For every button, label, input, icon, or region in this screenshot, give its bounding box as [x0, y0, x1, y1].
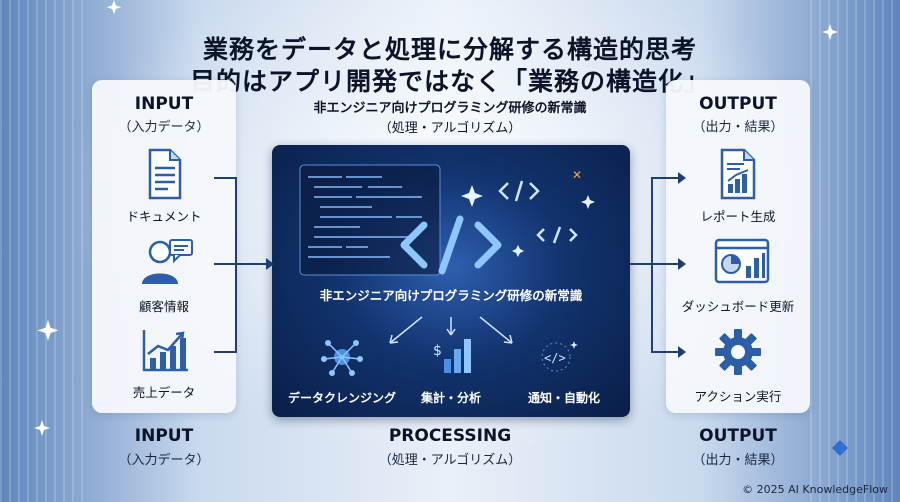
output-item-action: アクション実行: [668, 328, 808, 405]
output-item-label: レポート生成: [700, 209, 776, 224]
bottom-output-en: OUTPUT: [699, 426, 777, 446]
processing-item-label: 集計・分析: [420, 391, 481, 405]
input-header: INPUT （入力データ）: [94, 94, 234, 135]
bottom-input-label: INPUT （入力データ）: [94, 426, 234, 468]
output-header-jp: （出力・結果）: [692, 120, 784, 135]
bottom-output-jp: （出力・結果）: [692, 453, 784, 468]
processing-panel: ✕ $: [272, 145, 630, 417]
code-spark-icon: </>: [541, 341, 578, 372]
bar-analysis-icon: $: [433, 339, 471, 373]
input-item-label: ドキュメント: [126, 209, 202, 224]
bottom-input-jp: （入力データ）: [118, 453, 210, 468]
report-icon: [714, 148, 762, 200]
input-header-en: INPUT: [134, 94, 194, 114]
copyright: © 2025 AI KnowledgeFlow: [742, 483, 888, 496]
right-decor: [810, 0, 900, 502]
output-arrow-top: [630, 177, 678, 265]
processing-art: ✕ $: [299, 164, 595, 376]
bottom-output-label: OUTPUT （出力・結果）: [668, 426, 808, 468]
sales-chart-icon: [140, 328, 188, 376]
output-header-en: OUTPUT: [699, 94, 777, 114]
bottom-processing-jp: （処理・アルゴリズム）: [378, 453, 522, 468]
output-item-label: ダッシュボード更新: [681, 299, 795, 314]
input-header-jp: （入力データ）: [118, 120, 210, 135]
processing-center-label: 非エンジニア向けプログラミング研修の新常識: [319, 288, 583, 303]
processing-top-line-2: （処理・アルゴリズム）: [378, 121, 522, 136]
input-item-label: 顧客情報: [138, 299, 189, 314]
svg-text:$: $: [433, 343, 442, 359]
input-item-label: 売上データ: [132, 385, 196, 400]
input-arrow-bottom: [214, 264, 237, 353]
bottom-processing-en: PROCESSING: [388, 426, 512, 446]
output-item-label: アクション実行: [694, 389, 782, 404]
bottom-input-en: INPUT: [134, 426, 194, 446]
input-item-document: ドキュメント: [94, 148, 234, 225]
input-arrow-top: [214, 177, 266, 265]
dashboard-icon: [714, 238, 770, 286]
document-icon: [140, 148, 188, 200]
network-icon: [321, 340, 363, 376]
title-line-1: 業務をデータと処理に分解する構造的思考: [202, 35, 697, 64]
left-decor: [0, 0, 90, 502]
processing-item-label: 通知・自動化: [527, 391, 600, 405]
svg-text:</>: </>: [544, 351, 566, 365]
output-arrow-bottom: [651, 264, 678, 353]
gear-icon: [714, 328, 762, 376]
output-item-report: レポート生成: [668, 148, 808, 225]
output-item-dashboard: ダッシュボード更新: [668, 238, 808, 315]
output-header: OUTPUT （出力・結果）: [668, 94, 808, 135]
input-item-customer: 顧客情報: [94, 236, 234, 315]
input-item-sales: 売上データ: [94, 328, 234, 401]
processing-top-line-1: 非エンジニア向けプログラミング研修の新常識: [313, 101, 587, 116]
customer-icon: [140, 236, 193, 284]
bottom-processing-label: PROCESSING （処理・アルゴリズム）: [300, 426, 600, 468]
svg-text:✕: ✕: [572, 168, 582, 182]
title-line-2: 目的はアプリ開発ではなく「業務の構造化」: [189, 67, 710, 96]
processing-item-label: データクレンジング: [287, 391, 396, 405]
